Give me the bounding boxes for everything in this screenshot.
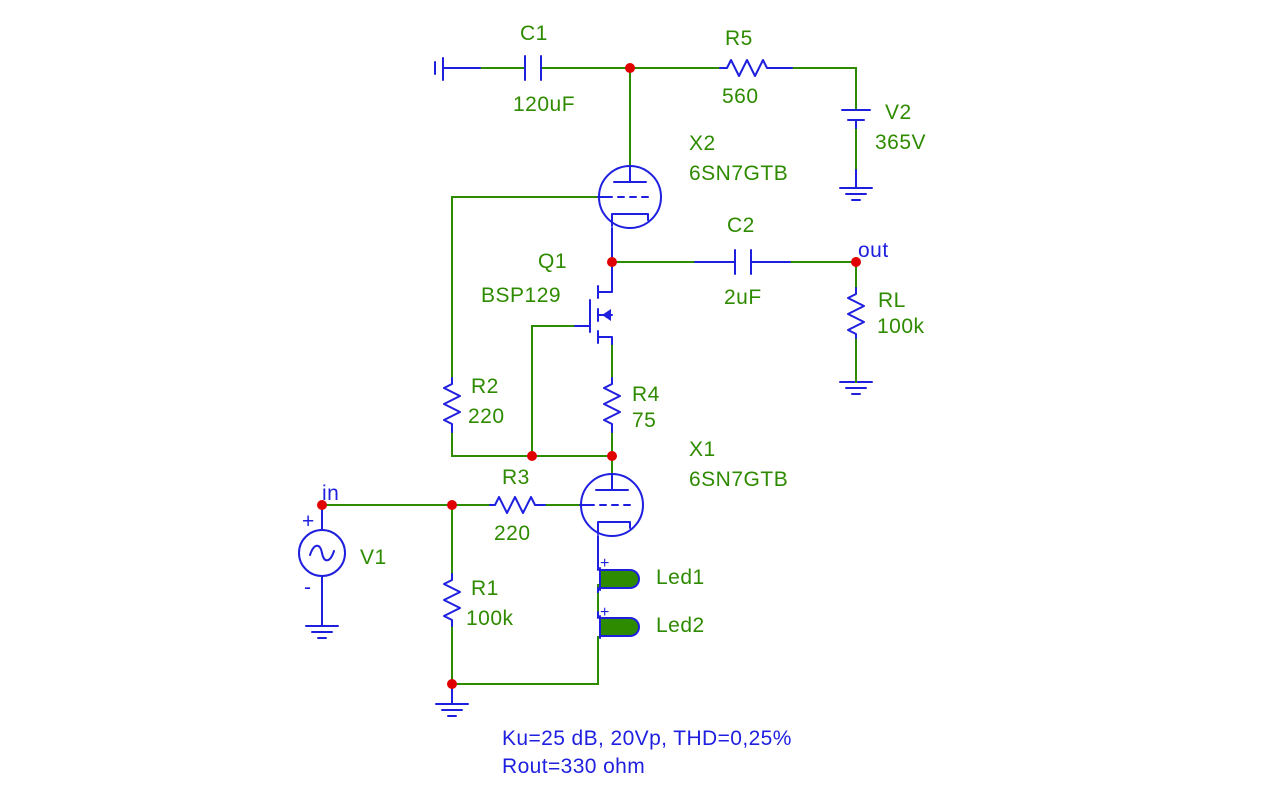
junction-dot bbox=[607, 451, 617, 461]
resistor-r3: R3 220 bbox=[489, 466, 546, 545]
junction-dot bbox=[851, 257, 861, 267]
v1-plus-mark: + bbox=[302, 510, 315, 533]
resistor-r4: R4 75 bbox=[603, 377, 660, 433]
led2-label: Led2 bbox=[656, 614, 705, 637]
c2-value: 2uF bbox=[724, 286, 762, 309]
v2-label: V2 bbox=[885, 101, 912, 124]
x1-value: 6SN7GTB bbox=[689, 468, 788, 491]
junction-dot bbox=[607, 257, 617, 267]
capacitor-c1: C1 120uF bbox=[434, 22, 575, 116]
rl-label: RL bbox=[878, 289, 906, 312]
note-rout-line: Rout=330 ohm bbox=[502, 755, 646, 778]
junction-dot bbox=[527, 451, 537, 461]
ground-main bbox=[435, 683, 469, 717]
c1-value: 120uF bbox=[513, 93, 575, 116]
r3-label: R3 bbox=[502, 466, 530, 489]
ac-source-v1: V1 + - bbox=[298, 504, 387, 627]
resistor-r5: R5 560 bbox=[719, 27, 793, 108]
battery-v2: V2 365V bbox=[841, 101, 926, 154]
ground-v1 bbox=[305, 625, 339, 639]
v1-label: V1 bbox=[360, 546, 387, 569]
wires bbox=[321, 67, 857, 685]
q1-label: Q1 bbox=[538, 250, 567, 273]
led2-plus-mark: + bbox=[600, 604, 610, 621]
r1-label: R1 bbox=[471, 577, 499, 600]
ground-v2 bbox=[839, 169, 873, 201]
r2-label: R2 bbox=[471, 375, 499, 398]
triode-x1: X1 6SN7GTB bbox=[579, 438, 788, 567]
mosfet-q1: Q1 BSP129 bbox=[481, 250, 613, 345]
x2-label: X2 bbox=[689, 132, 716, 155]
junction-dot bbox=[317, 500, 327, 510]
junctions bbox=[317, 63, 861, 689]
x2-value: 6SN7GTB bbox=[689, 162, 788, 185]
q1-value: BSP129 bbox=[481, 284, 561, 307]
resistor-rl: RL 100k bbox=[847, 287, 925, 339]
r4-label: R4 bbox=[632, 383, 660, 406]
note-gain-line: Ku=25 dB, 20Vp, THD=0,25% bbox=[502, 727, 792, 750]
c1-label: C1 bbox=[520, 22, 548, 45]
resistor-r2: R2 220 bbox=[443, 375, 505, 433]
led1-label: Led1 bbox=[656, 566, 705, 589]
net-label-out: out bbox=[858, 239, 889, 262]
junction-dot bbox=[447, 679, 457, 689]
rl-value: 100k bbox=[877, 315, 925, 338]
r3-value: 220 bbox=[494, 522, 531, 545]
ground-rl bbox=[839, 379, 873, 395]
junction-dot bbox=[447, 500, 457, 510]
r5-value: 560 bbox=[722, 85, 759, 108]
r4-value: 75 bbox=[632, 409, 656, 432]
v1-minus-mark: - bbox=[304, 576, 312, 599]
c2-label: C2 bbox=[727, 214, 755, 237]
r1-value: 100k bbox=[466, 607, 514, 630]
v2-value: 365V bbox=[875, 131, 926, 154]
r2-value: 220 bbox=[468, 405, 505, 428]
led-led2: + Led2 bbox=[597, 604, 705, 639]
triode-x2: X2 6SN7GTB bbox=[597, 132, 788, 263]
x1-label: X1 bbox=[689, 438, 716, 461]
resistor-r1: R1 100k bbox=[443, 573, 514, 630]
r5-label: R5 bbox=[725, 27, 753, 50]
net-label-in: in bbox=[322, 482, 339, 505]
capacitor-c2: C2 2uF bbox=[694, 214, 791, 309]
junction-dot bbox=[625, 63, 635, 73]
led1-plus-mark: + bbox=[600, 555, 610, 572]
led-led1: + Led1 bbox=[597, 555, 705, 593]
